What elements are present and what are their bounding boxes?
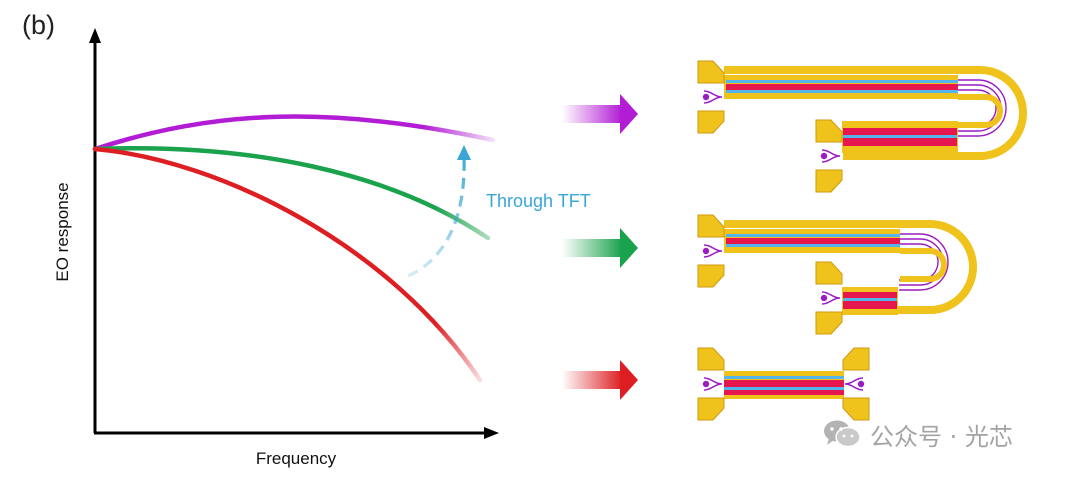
red-response-curve bbox=[92, 146, 483, 383]
watermark: 公众号 · 光芯 bbox=[822, 419, 1013, 451]
watermark-text: 公众号 · 光芯 bbox=[870, 422, 1013, 451]
purple-arrow-icon bbox=[562, 94, 638, 134]
folded-modulator-long bbox=[697, 60, 1027, 193]
green-arrow-icon bbox=[562, 228, 638, 268]
folded-modulator-medium bbox=[697, 214, 977, 335]
y-axis-arrowhead bbox=[89, 28, 101, 43]
through-tft-label: Through TFT bbox=[486, 191, 591, 211]
arrowhead-icon bbox=[457, 145, 471, 160]
purple-response-curve bbox=[92, 114, 496, 152]
green-response-curve bbox=[92, 145, 491, 241]
plot-axes bbox=[89, 28, 499, 439]
y-axis-label: EO response bbox=[53, 182, 72, 282]
x-axis-arrowhead bbox=[484, 427, 499, 439]
through-tft-arrow bbox=[407, 145, 471, 278]
red-arrow-icon bbox=[562, 360, 638, 400]
panel-label: (b) bbox=[22, 10, 55, 40]
wechat-icon bbox=[824, 420, 861, 448]
straight-modulator-short bbox=[697, 347, 870, 421]
x-axis-label: Frequency bbox=[255, 449, 337, 468]
